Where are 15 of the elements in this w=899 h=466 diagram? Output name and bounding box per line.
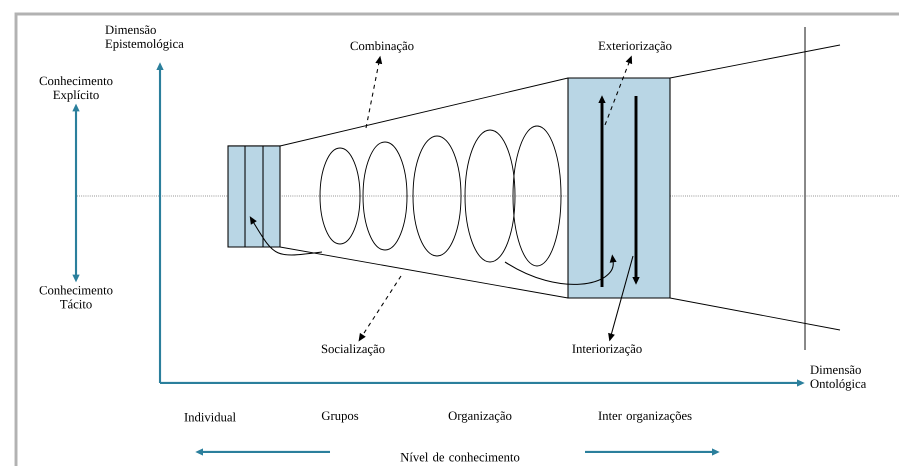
mode-label: Conhecimento Explícito <box>40 76 112 102</box>
mode-label: Exteriorização <box>598 41 672 53</box>
axis-label: Inter organizações <box>598 411 692 423</box>
axis-label: Dimensão Epistemológica <box>105 25 184 51</box>
axis-label: Grupos <box>322 411 358 423</box>
axis-label: Dimensão Ontológica <box>810 365 866 391</box>
shaded-box <box>227 145 281 248</box>
mode-label: Conhecimento Tácito <box>40 286 112 308</box>
shaded-box <box>567 77 671 299</box>
mode-label: Combinação <box>350 41 414 53</box>
mode-label: Interiorização <box>572 344 642 356</box>
mode-label: Socialização <box>322 344 385 356</box>
axis-label: Organização <box>448 411 512 423</box>
axis-label: Nível de conhecimento <box>400 452 520 462</box>
axis-label: Individual <box>184 412 236 422</box>
